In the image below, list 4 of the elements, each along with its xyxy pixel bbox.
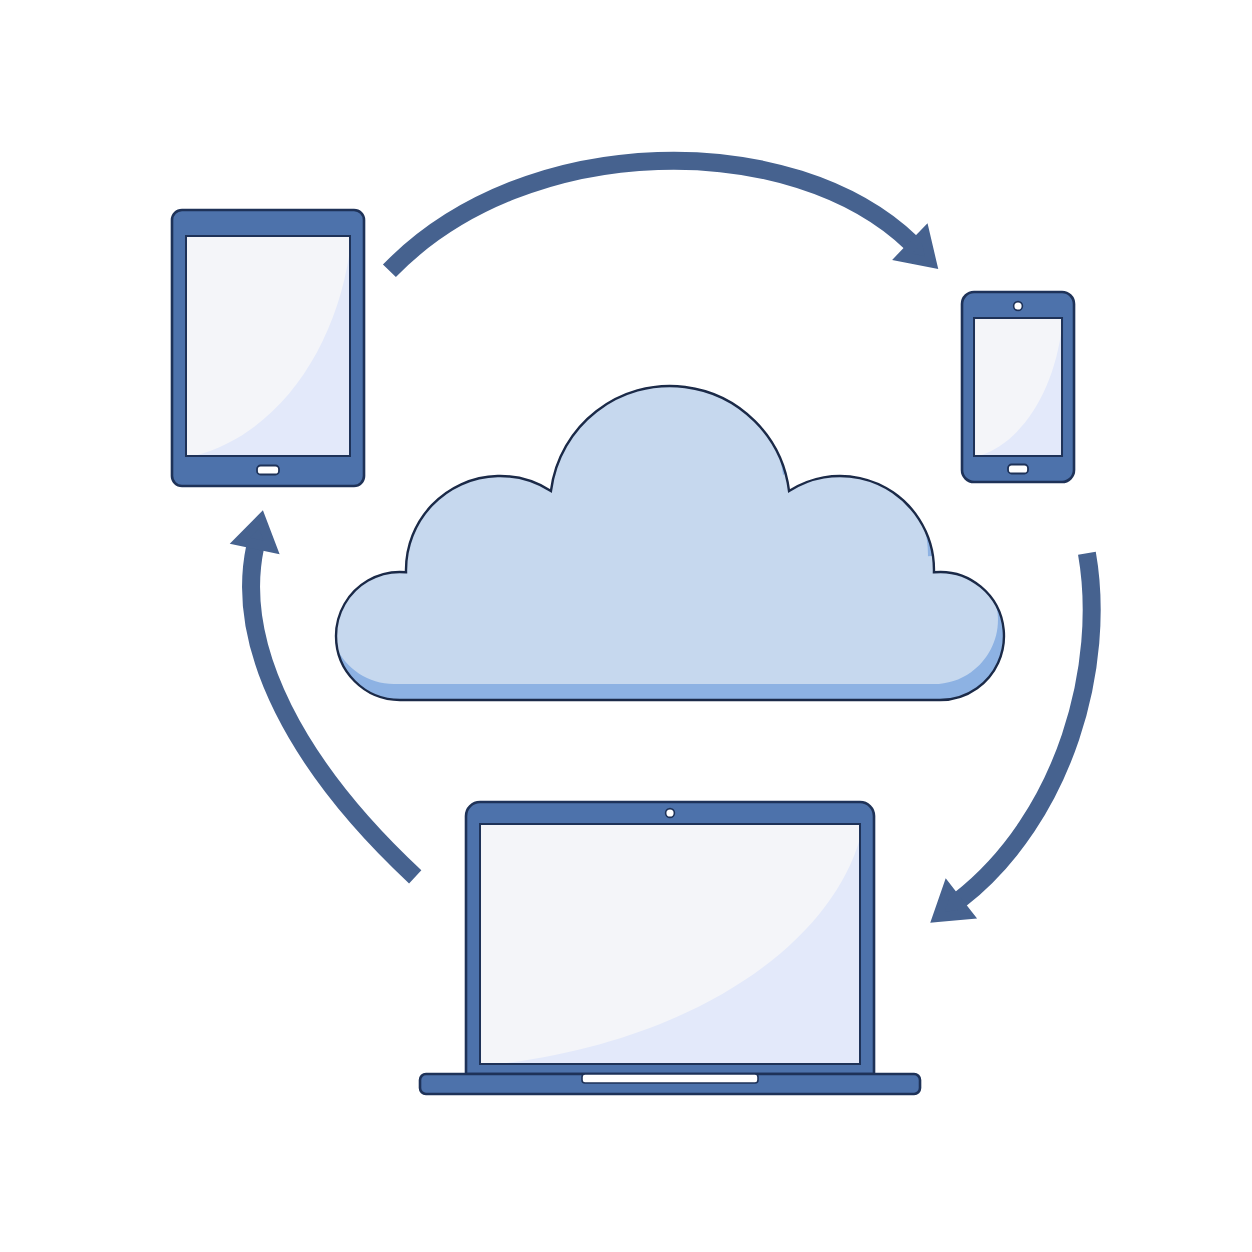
tablet xyxy=(170,208,366,488)
cloud xyxy=(334,384,1006,702)
laptop xyxy=(418,800,922,1096)
smartphone xyxy=(960,290,1076,484)
